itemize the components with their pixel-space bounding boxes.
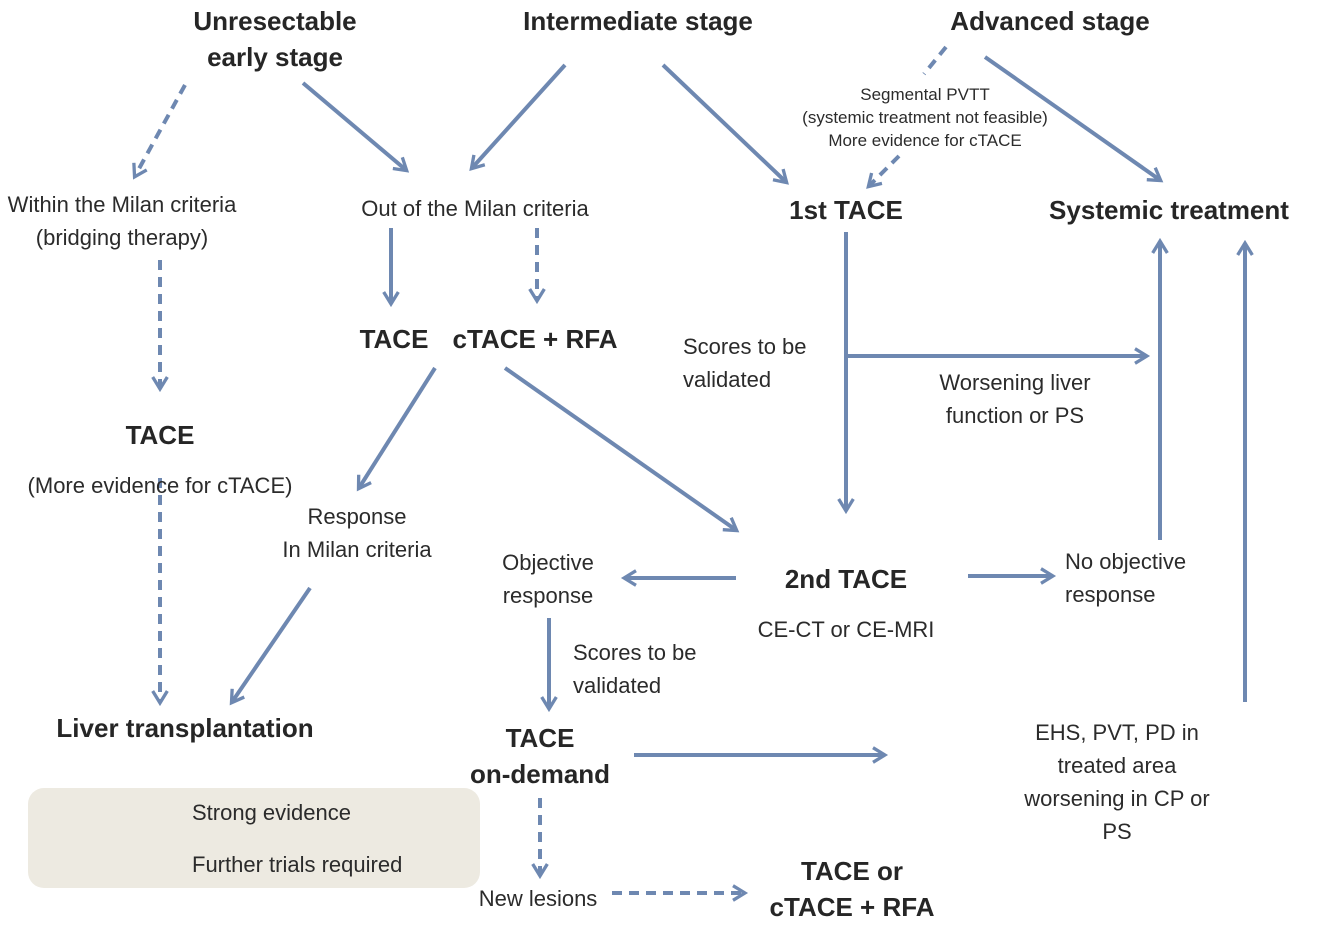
arrow-unresectable-to-within-milan-dashed — [132, 84, 187, 180]
node-within-milan-criteria: Within the Milan criteria (bridging ther… — [7, 192, 237, 250]
arrow-intermediate-to-first-tace — [661, 63, 789, 185]
arrow-advanced-to-systemic — [983, 55, 1164, 183]
node-liver-transplantation: Liver transplantation — [56, 713, 314, 743]
node-second-tace-title: 2nd TACE — [784, 564, 908, 594]
node-out-of-milan-criteria: Out of the Milan criteria — [361, 196, 589, 221]
legend-strong-evidence-label: Strong evidence — [192, 800, 351, 825]
arrow-unresectable-to-out-milan — [301, 81, 410, 173]
label-scores-to-be-validated-2: Scores to be validated — [573, 640, 697, 698]
arrow-tace-to-response-milan — [356, 366, 437, 492]
node-intermediate-stage: Intermediate stage — [523, 6, 753, 36]
node-segmental-pvtt-note: Segmental PVTT (systemic treatment not f… — [802, 85, 1048, 150]
arrow-advanced-to-pvtt-dashed — [922, 45, 948, 76]
node-first-tace: 1st TACE — [789, 195, 903, 225]
node-ehs-pvt-pd: EHS, PVT, PD in treated area worsening i… — [1024, 720, 1210, 844]
arrow-ctace-rfa-to-second-tace — [503, 366, 740, 533]
node-systemic-treatment: Systemic treatment — [1049, 195, 1289, 225]
node-second-tace: 2nd TACE CE-CT or CE-MRI — [758, 544, 935, 662]
label-worsening-liver-function: Worsening liver function or PS — [939, 370, 1091, 428]
node-tace-left-subtitle: (More evidence for cTACE) — [27, 472, 293, 498]
node-tace-mid: TACE — [359, 324, 429, 354]
node-new-lesions: New lesions — [478, 886, 598, 911]
arrow-response-to-liver-transplantation — [229, 586, 312, 706]
node-no-objective-response: No objective response — [1065, 549, 1187, 607]
node-tace-or-ctace-rfa: TACE or cTACE + RFA — [769, 856, 935, 922]
node-objective-response: Objective response — [502, 550, 594, 608]
node-response-in-milan: Response In Milan criteria — [282, 504, 432, 562]
node-advanced-stage: Advanced stage — [950, 6, 1150, 36]
node-second-tace-subtitle: CE-CT or CE-MRI — [757, 616, 935, 642]
label-scores-to-be-validated-1: Scores to be validated — [683, 334, 807, 392]
node-tace-left-title: TACE — [125, 420, 195, 450]
legend-further-trials-label: Further trials required — [192, 852, 403, 877]
node-unresectable-early-stage: Unresectable early stage — [193, 6, 357, 72]
node-tace-on-demand: TACE on-demand — [469, 723, 611, 789]
arrow-pvtt-to-first-tace-dashed — [866, 154, 901, 189]
node-tace-left: TACE (More evidence for cTACE) — [28, 400, 293, 518]
arrow-intermediate-to-out-milan — [469, 63, 567, 172]
legend-box — [28, 788, 480, 888]
node-ctace-rfa: cTACE + RFA — [452, 324, 618, 354]
